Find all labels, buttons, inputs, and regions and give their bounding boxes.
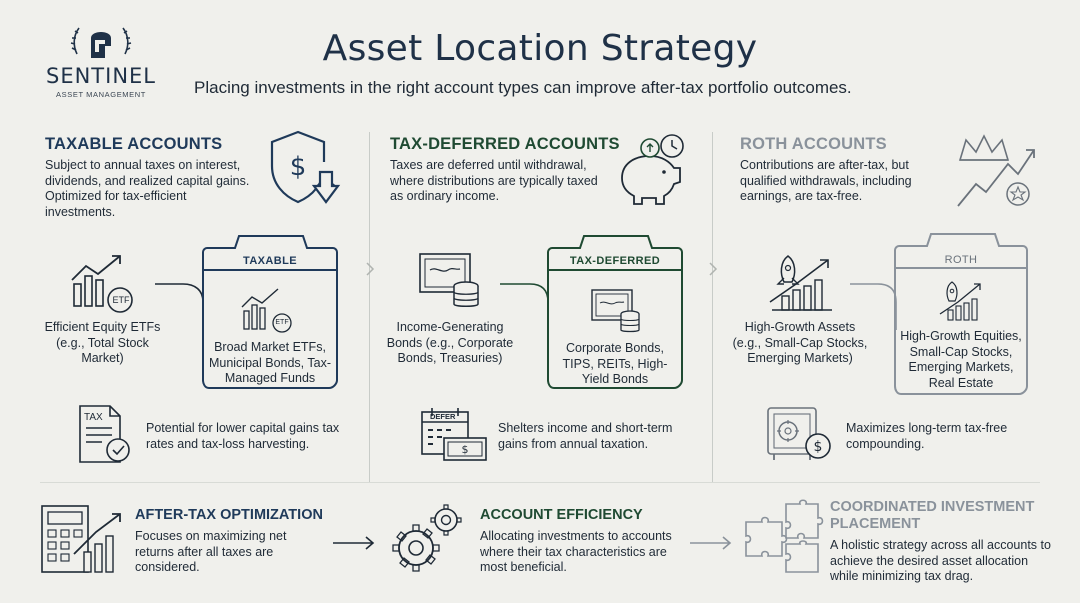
bond-certificate-icon [591,289,640,333]
roth-folder [894,233,1028,395]
roth-asset-label: High-Growth Assets (e.g., Small-Cap Stoc… [732,320,868,365]
growth-chart-icon [241,288,292,333]
deferred-asset-label: Income-Generating Bonds (e.g., Corporate… [386,320,514,365]
etf-badge: ETF [112,295,130,305]
roth-folder-label: ROTH [944,254,978,266]
puzzle-pieces-icon [745,499,824,573]
deferred-benefit: Shelters income and short-term gains fro… [498,421,673,451]
deferred-description: Taxes are deferred until withdrawal, whe… [390,158,598,203]
column-divider [369,132,370,482]
piggy-bank-clock-icon [621,134,684,205]
roth-heading: ROTH ACCOUNTS [740,135,887,153]
calendar-cash-icon: $ [421,408,487,461]
after-tax-text: Focuses on maximizing net returns after … [135,529,287,574]
page-subtitle: Placing investments in the right account… [194,78,852,97]
growth-chart-icon [71,255,133,313]
coordinated-placement-heading: COORDINATED INVESTMENT PLACEMENT [830,499,1035,532]
logo-name: SENTINEL [45,64,156,88]
chevron-right-icon [366,262,375,276]
calendar-tag: DEFER [430,412,456,421]
taxable-folder [202,235,338,389]
taxable-benefit: Potential for lower capital gains tax ra… [146,421,340,451]
logo-tagline: ASSET MANAGEMENT [56,90,146,99]
coordinated-placement-text: A holistic strategy across all accounts … [830,538,1051,583]
deferred-folder-label: TAX-DEFERRED [569,255,661,267]
crown-growth-icon [957,134,1035,207]
taxable-heading: TAXABLE ACCOUNTS [45,135,223,153]
page-title: Asset Location Strategy [322,28,758,69]
roth-benefit: Maximizes long-term tax-free compounding… [846,421,1008,451]
roth-description: Contributions are after-tax, but qualifi… [740,158,912,203]
taxable-description: Subject to annual taxes on interest, div… [45,158,250,219]
account-efficiency-heading: ACCOUNT EFFICIENCY [480,507,643,523]
svg-text:$: $ [814,439,823,455]
taxable-asset-label: Efficient Equity ETFs (e.g., Total Stock… [44,320,161,365]
deferred-heading: TAX-DEFERRED ACCOUNTS [390,135,620,153]
shield-dollar-icon: $ [270,130,341,204]
rocket-chart-icon [769,255,832,311]
section-divider [40,482,1040,483]
chevron-right-icon [709,262,718,276]
account-efficiency-text: Allocating investments to accounts where… [480,529,672,574]
calculator-chart-icon [41,505,121,573]
gears-icon [392,504,462,572]
svg-text:$: $ [462,443,469,456]
arrow-right-icon [690,536,732,550]
etf-badge: ETF [275,319,289,326]
taxable-folder-text: Broad Market ETFs, Municipal Bonds, Tax-… [208,340,332,385]
arrow-right-icon [333,536,375,550]
deferred-folder-text: Corporate Bonds, TIPS, REITs, High-Yield… [562,341,668,386]
rocket-chart-icon [939,281,981,321]
taxable-folder-label: TAXABLE [243,255,297,267]
helmet-laurel-icon [70,27,132,58]
bond-certificate-icon [419,253,479,307]
after-tax-heading: AFTER-TAX OPTIMIZATION [135,507,323,523]
tax-document-tag: TAX [84,412,103,423]
safe-coin-icon: $ [767,407,831,460]
deferred-folder [547,235,683,389]
svg-text:$: $ [290,152,307,182]
tax-document-icon [79,405,130,463]
roth-folder-text: High-Growth Equities, Small-Cap Stocks, … [900,329,1022,390]
column-divider [712,132,713,482]
